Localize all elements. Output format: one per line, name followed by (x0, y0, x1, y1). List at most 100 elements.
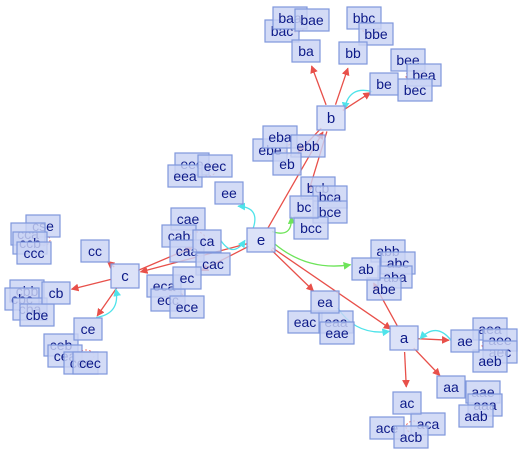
node-box (195, 252, 231, 276)
node-label: cc (88, 243, 102, 259)
node-label: ece (176, 299, 199, 315)
node-box (246, 227, 276, 253)
edge-b-bb (334, 67, 350, 105)
node-bb[interactable]: bb (338, 41, 368, 65)
node-box (392, 391, 422, 415)
node-abe[interactable]: abe (366, 277, 402, 301)
node-ce[interactable]: ce (73, 317, 103, 341)
node-box (319, 321, 355, 345)
node-eec[interactable]: eec (197, 154, 233, 178)
node-eea[interactable]: eea (167, 164, 203, 188)
node-box (472, 349, 508, 373)
node-label: ccc (24, 245, 45, 261)
node-box (80, 239, 110, 263)
edge-e-ea (270, 249, 315, 292)
node-aeb[interactable]: aeb (472, 349, 508, 373)
node-label: ac (400, 395, 415, 411)
node-ace[interactable]: ace (369, 416, 405, 440)
node-label: cb (49, 285, 64, 301)
node-label: bbe (364, 26, 388, 42)
node-aab[interactable]: aab (458, 404, 494, 428)
node-label: ec (180, 270, 195, 286)
node-cbe[interactable]: cbe (19, 303, 55, 327)
node-label: eac (294, 314, 317, 330)
node-b[interactable]: b (316, 105, 346, 131)
node-acb[interactable]: acb (393, 425, 429, 449)
node-box (351, 257, 381, 281)
node-ab[interactable]: ab (351, 257, 381, 281)
node-label: cec (79, 355, 101, 371)
node-label: abe (372, 281, 396, 297)
edge-ca-e (220, 239, 246, 251)
node-ece[interactable]: ece (169, 295, 205, 319)
node-bc[interactable]: bc (289, 195, 319, 219)
edge-c-cb (70, 278, 112, 292)
node-label: eec (204, 158, 227, 174)
node-bae[interactable]: bae (294, 8, 330, 32)
node-ea[interactable]: ea (310, 290, 340, 314)
node-label: eae (325, 325, 349, 341)
node-label: cbe (26, 307, 49, 323)
node-box (338, 41, 368, 65)
node-label: ba (298, 43, 314, 59)
node-a[interactable]: a (389, 325, 419, 351)
node-box (316, 105, 346, 131)
node-box (366, 277, 402, 301)
node-label: c (121, 268, 129, 285)
node-ebb[interactable]: ebb (290, 134, 326, 158)
edge-e-ab (274, 243, 352, 270)
edge-c-ce (96, 287, 118, 317)
node-label: aab (464, 408, 488, 424)
node-label: bae (300, 12, 324, 28)
node-bec[interactable]: bec (397, 78, 433, 102)
node-bcc[interactable]: bcc (293, 216, 329, 240)
node-aa[interactable]: aa (436, 375, 466, 399)
node-eae[interactable]: eae (319, 321, 355, 345)
node-label: aa (443, 379, 459, 395)
node-bbe[interactable]: bbe (358, 22, 394, 46)
node-ca[interactable]: ca (192, 229, 222, 253)
node-box (290, 134, 326, 158)
node-label: bce (319, 204, 342, 220)
node-box (358, 22, 394, 46)
node-label: ca (200, 233, 215, 249)
node-label: eea (173, 168, 197, 184)
node-label: ee (221, 185, 237, 201)
node-ba[interactable]: ba (291, 39, 321, 63)
node-label: eba (268, 129, 292, 145)
node-ac[interactable]: ac (392, 391, 422, 415)
node-ae[interactable]: ae (450, 329, 480, 353)
node-label: bbc (353, 10, 376, 26)
node-cb[interactable]: cb (41, 281, 71, 305)
edge-a-ae (417, 335, 450, 344)
node-label: aeb (478, 353, 502, 369)
node-label: acb (400, 429, 423, 445)
node-box (450, 329, 480, 353)
node-box (291, 39, 321, 63)
node-box (73, 317, 103, 341)
edge-ce-c (95, 288, 121, 319)
node-cac[interactable]: cac (195, 252, 231, 276)
node-cc[interactable]: cc (80, 239, 110, 263)
node-eb[interactable]: eb (272, 152, 302, 176)
node-cec[interactable]: cec (72, 351, 108, 375)
node-eac[interactable]: eac (287, 310, 323, 334)
node-e[interactable]: e (246, 227, 276, 253)
node-box (389, 325, 419, 351)
node-label: be (376, 76, 392, 92)
node-eba[interactable]: eba (262, 125, 298, 149)
node-box (272, 152, 302, 176)
node-label: b (327, 110, 335, 127)
node-label: ae (457, 333, 473, 349)
node-label: bcc (300, 220, 322, 236)
node-be[interactable]: be (369, 72, 399, 96)
node-c[interactable]: c (110, 263, 140, 289)
node-label: bc (297, 199, 312, 215)
node-box (72, 351, 108, 375)
node-ee[interactable]: ee (214, 181, 244, 205)
node-ccc[interactable]: ccc (16, 241, 52, 265)
node-box (436, 375, 466, 399)
node-ec[interactable]: ec (172, 266, 202, 290)
